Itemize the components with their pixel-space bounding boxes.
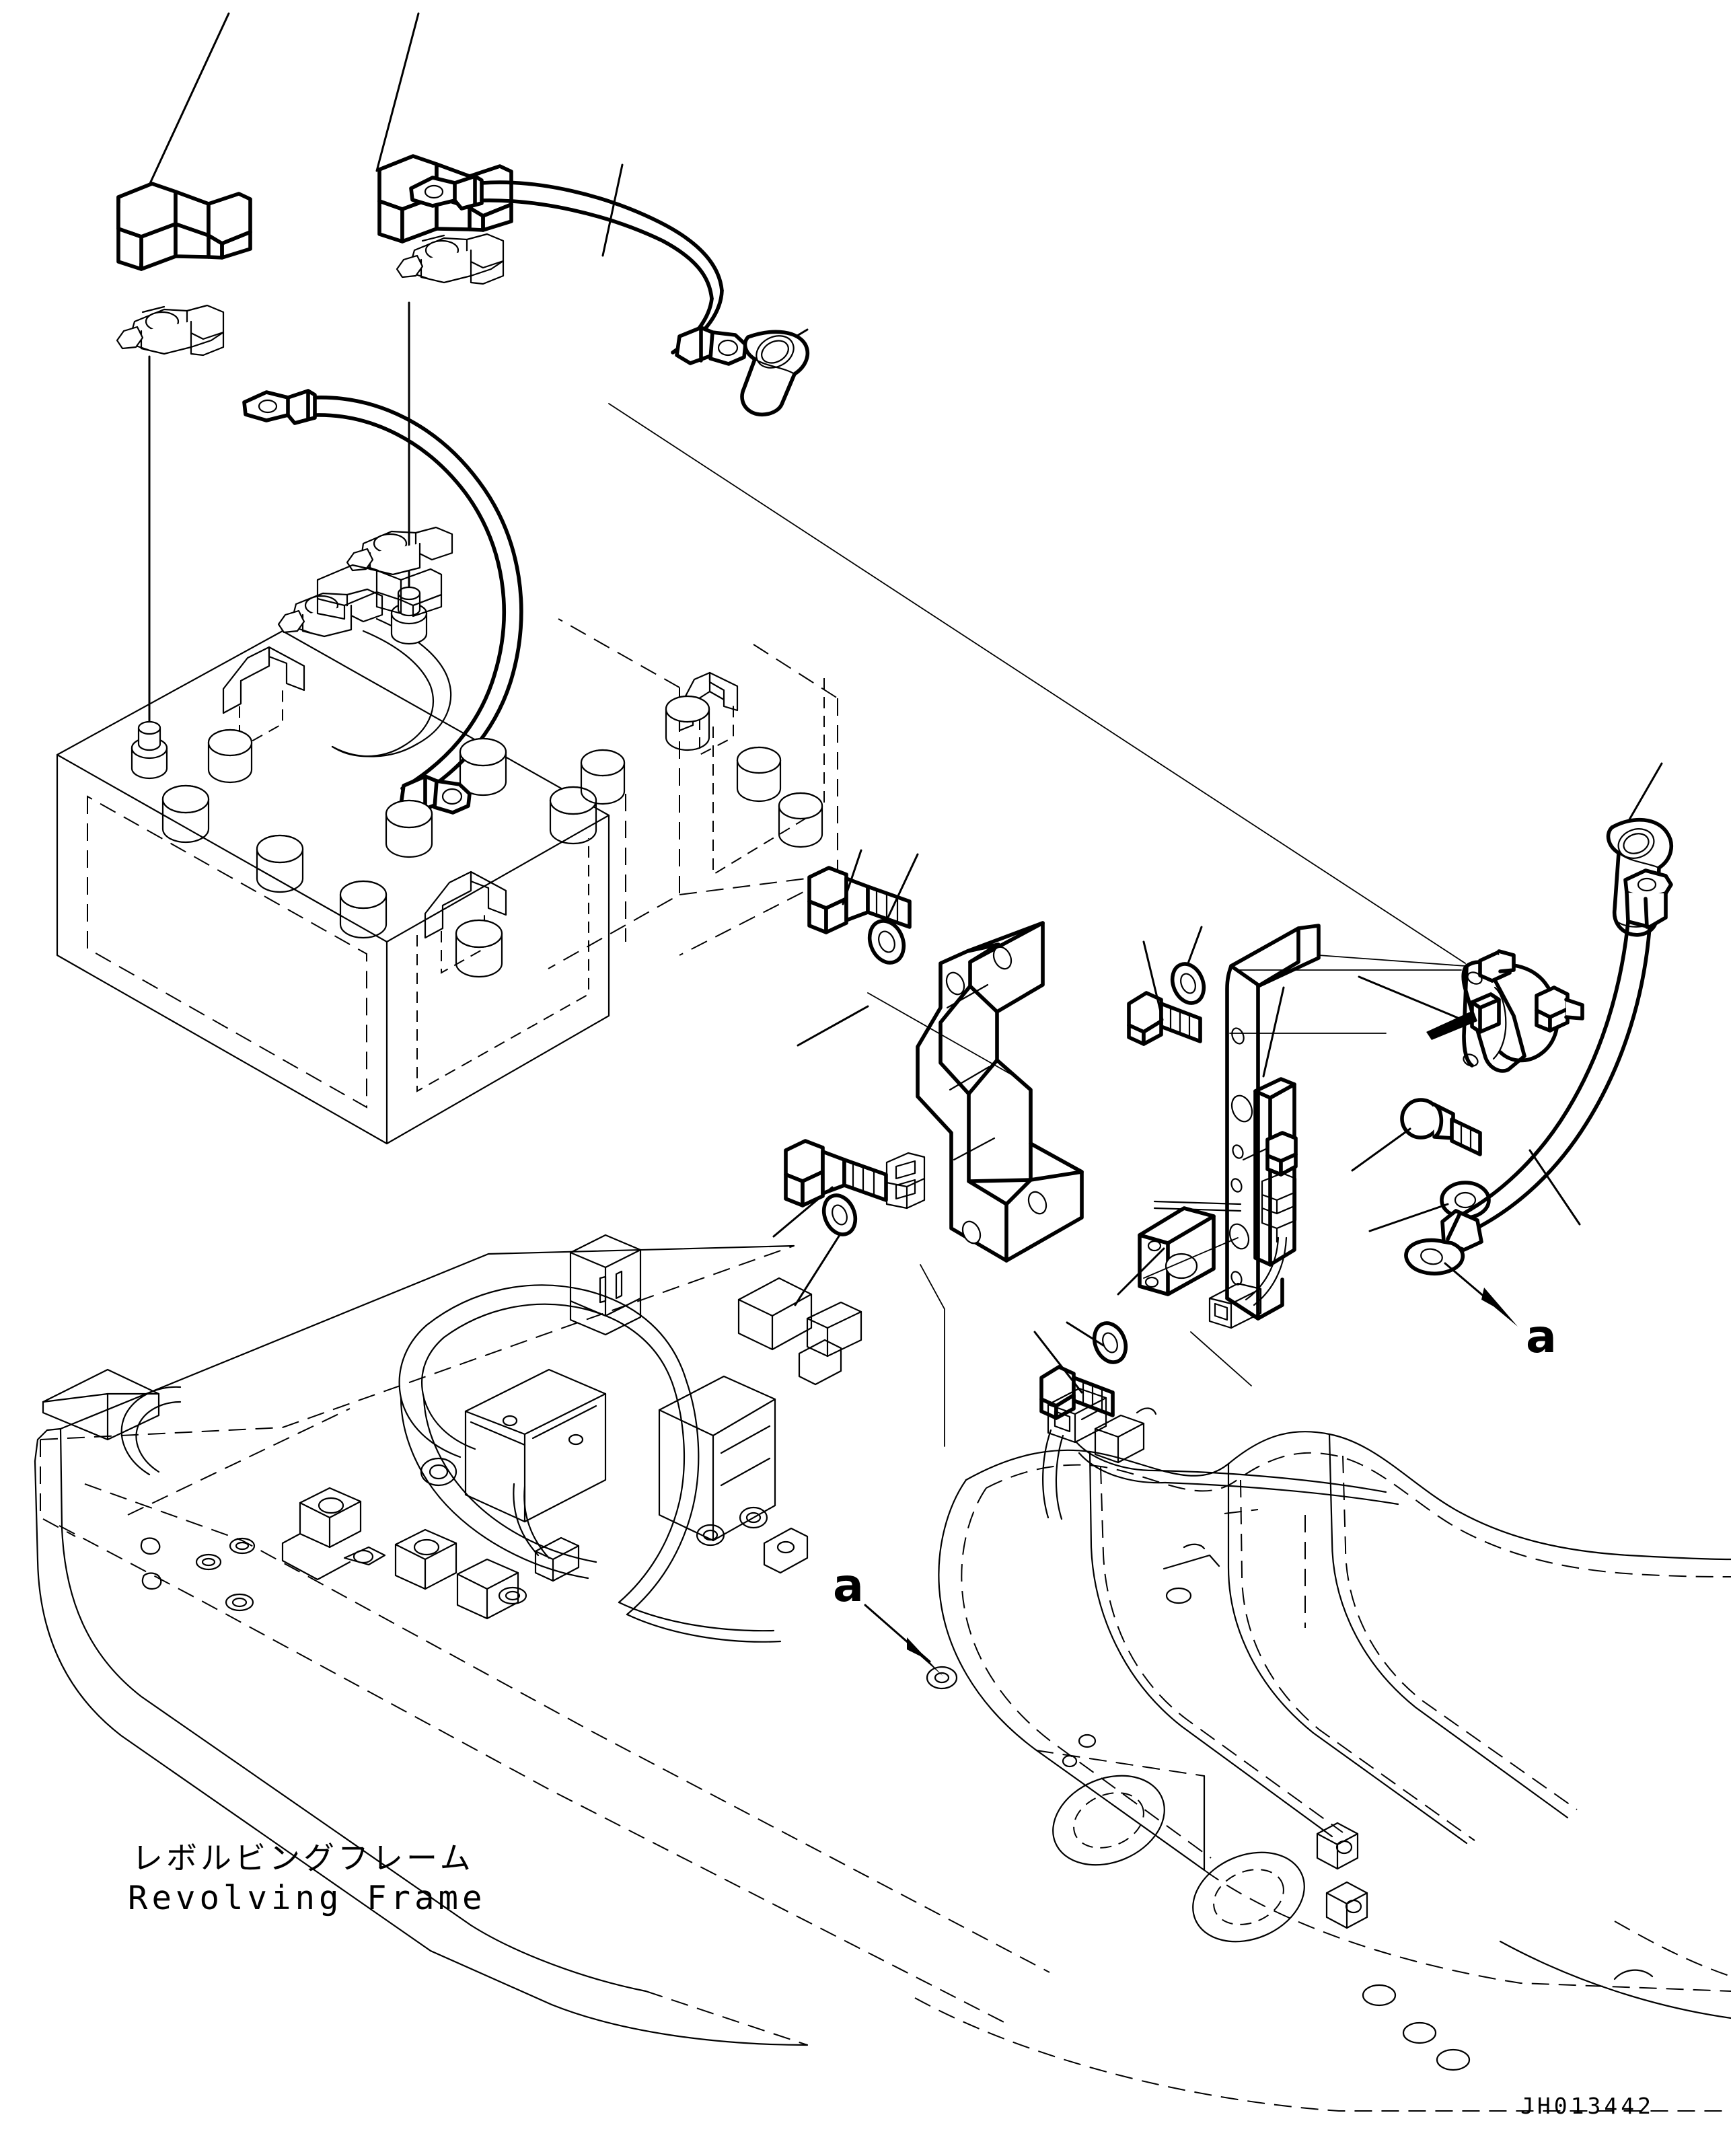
mounting-bracket-left [885,921,1084,1263]
battery-post-left [131,720,168,780]
leader-lines-top [143,12,1663,964]
mounting-plate-right [1225,924,1321,1321]
battery-cable-long-curved [242,389,523,815]
hex-bolt-lower [784,1139,888,1207]
revolving-frame [34,1244,1050,2046]
section-arrow-right [1444,1262,1518,1327]
battery-clamp-left [277,588,383,638]
flat-washer-upper [867,919,906,965]
battery-assembly [56,526,838,1145]
flat-washer-lower-middle [1092,1321,1128,1364]
cap-screw-lower-middle [1039,1365,1115,1420]
battery-disconnect-switch [1426,949,1584,1073]
leader-lines-center [772,849,1581,1447]
round-head-screw-right [1400,1098,1482,1156]
flat-washer-lower [821,1193,858,1236]
relay-contact-plate [1138,1206,1216,1296]
drawing-number: JH013442 [1520,2093,1654,2119]
section-mark-left: a [833,1559,864,1612]
battery-clamp-lower-left [116,304,225,357]
hydraulic-valve-group [42,1234,862,1643]
section-arrow-left [864,1604,958,1690]
flat-washer-upper-middle [1170,962,1206,1005]
battery-relay [1153,1077,1298,1329]
caption-english: Revolving Frame [128,1879,486,1917]
battery-clamp-middle [396,233,505,285]
battery-cable-bent-upper [409,174,747,366]
battery-terminal-connector-upper-left [116,182,252,271]
flat-washer-right [1440,1181,1491,1220]
boom-mount-bracket [914,1431,1731,2112]
hex-bolt-upper [807,866,912,934]
battery-cable-over-battery [331,618,452,757]
switch-key [1426,992,1501,1040]
battery-post-middle [390,586,428,645]
frame-connector [1042,1387,1399,1520]
rubber-terminal-boot-upper [740,330,810,416]
section-mark-right: a [1526,1310,1557,1364]
caption-japanese: レボルビングフレーム [132,1840,474,1876]
cap-screw-upper-middle [1127,991,1202,1046]
